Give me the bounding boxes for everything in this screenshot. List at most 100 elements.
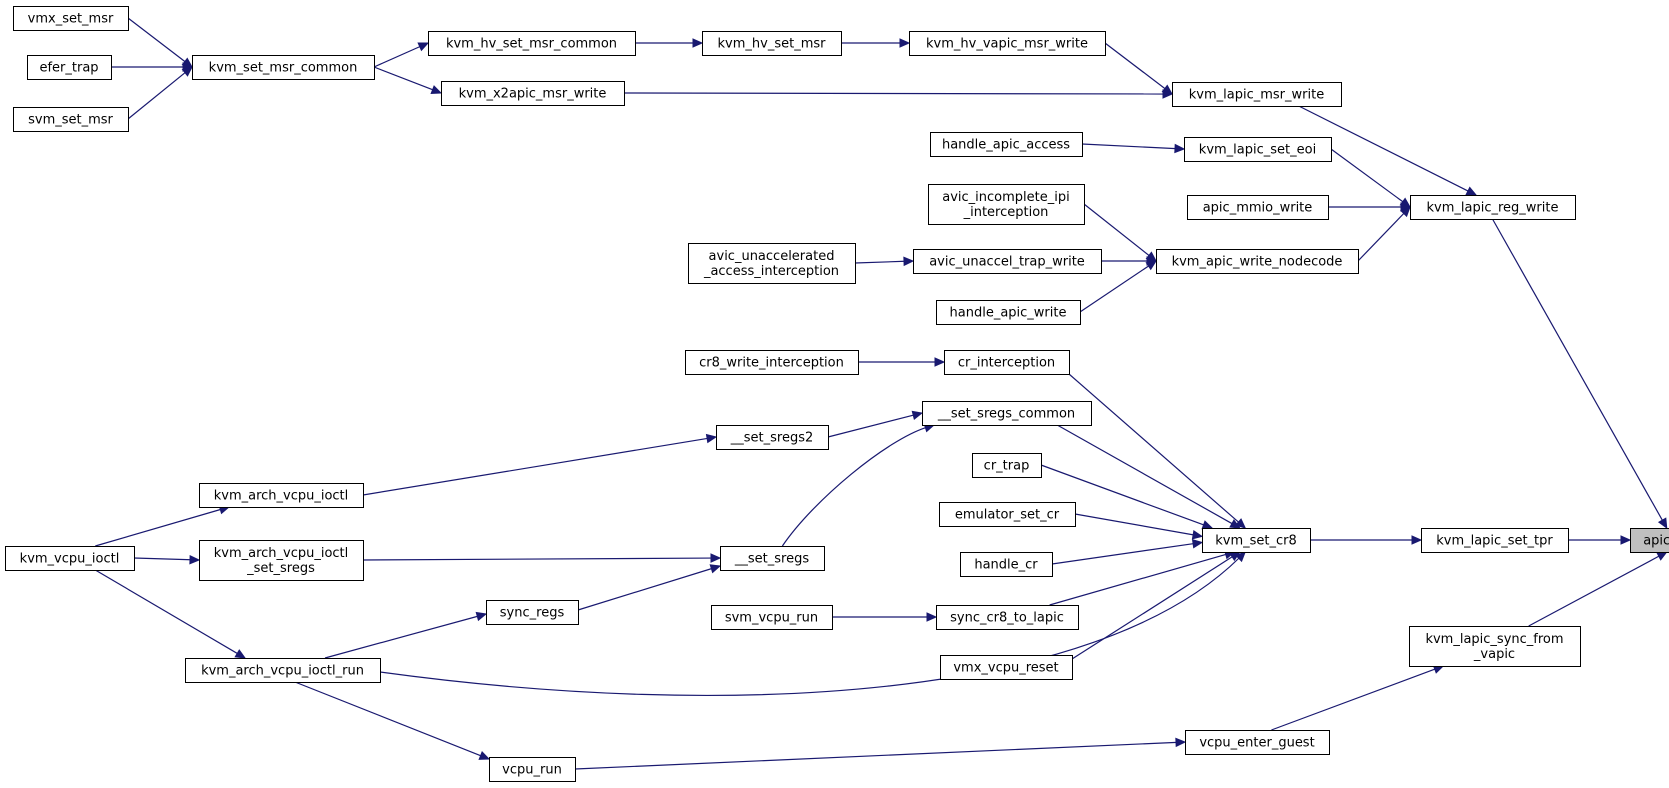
node-handle-apic-access[interactable]: handle_apic_access [930,132,1083,157]
edge-line [1051,542,1195,565]
arrow-head-icon [1620,535,1632,545]
node-box [1187,195,1329,220]
node-kvm-lapic-set-tpr[interactable]: kvm_lapic_set_tpr [1421,528,1569,553]
edge-kvm_vcpu_ioctl-to-kvm_arch_vcpu_ioctl_run [94,569,247,659]
edge-line [574,741,1178,770]
edge-line [1083,203,1151,257]
edge-handle_cr-to-kvm_set_cr8 [1051,539,1204,565]
node-kvm-lapic-set-eoi[interactable]: kvm_lapic_set_eoi [1184,137,1332,162]
node-label: kvm_hv_set_msr_common [446,37,617,52]
edge-kvm_arch_vcpu_ioctl_run-to-kvm_set_cr8 [379,551,1247,696]
arrow-head-icon [709,564,722,574]
edge-line [127,71,187,120]
node-kvm-hv-set-msr[interactable]: kvm_hv_set_msr [702,31,842,56]
edge-kvm_set_cr8-to-kvm_lapic_set_tpr [1310,535,1423,545]
node-emulator-set-cr[interactable]: emulator_set_cr [939,502,1076,527]
edge-kvm_hv_set_msr_common-to-kvm_hv_set_msr [635,38,704,48]
arrow-head-icon [705,433,718,444]
node-vcpu-run[interactable]: vcpu_run [489,757,576,782]
node-box [1184,137,1332,162]
node-avic-unaccelerated-access-interception[interactable]: avic_unaccelerated_access_interception [688,243,856,284]
node-label: kvm_lapic_sync_from [1425,632,1563,647]
node-efer-trap[interactable]: efer_trap [27,55,112,80]
node-box [909,31,1106,56]
edge-cr8_write_interception-to-cr_interception [858,357,946,367]
node-box [428,31,636,56]
node-set-sregs-common[interactable]: __set_sregs_common [922,401,1092,426]
node-label: kvm_arch_vcpu_ioctl_run [201,664,364,679]
node-label: svm_vcpu_run [725,611,818,626]
edge-kvm_lapic_set_eoi-to-kvm_lapic_reg_write [1330,148,1411,208]
node-box [27,55,112,80]
node-kvm-set-cr8[interactable]: kvm_set_cr8 [1202,528,1311,553]
node-kvm-lapic-reg-write[interactable]: kvm_lapic_reg_write [1410,195,1576,220]
node-kvm-arch-vcpu-ioctl[interactable]: kvm_arch_vcpu_ioctl [199,483,364,508]
node-kvm-lapic-sync-from-vapic[interactable]: kvm_lapic_sync_from_vapic [1409,626,1581,667]
node-cr-interception[interactable]: cr_interception [944,350,1070,375]
edge-line [94,569,239,655]
edge-kvm_lapic_sync_from_vapic-to-apic_set_tpr [1528,551,1668,627]
node-avic-incomplete-ipi-interception[interactable]: avic_incomplete_ipi_interception [928,184,1085,225]
arrow-head-icon [1191,539,1204,549]
arrow-head-icon [710,553,722,563]
arrow-head-icon [417,42,430,52]
node-box [1409,626,1581,667]
arrow-head-icon [1162,89,1174,99]
node-kvm-vcpu-ioctl[interactable]: kvm_vcpu_ioctl [5,546,135,571]
node-kvm-arch-vcpu-ioctl-set-sregs[interactable]: kvm_arch_vcpu_ioctl_set_sregs [199,540,364,581]
node-apic-set-tpr[interactable]: apic_set_tpr [1630,528,1669,553]
node-kvm-set-msr-common[interactable]: kvm_set_msr_common [192,55,375,80]
node-label: __set_sregs_common [937,407,1075,422]
node-kvm-hv-set-msr-common[interactable]: kvm_hv_set_msr_common [428,31,636,56]
node-vmx-vcpu-reset[interactable]: vmx_vcpu_reset [940,655,1073,680]
node-box [13,6,129,31]
arrow-head-icon [926,612,938,622]
edge-vcpu_enter_guest-to-kvm_lapic_sync_from_vapic [1271,664,1445,731]
node-kvm-apic-write-nodecode[interactable]: kvm_apic_write_nodecode [1156,249,1359,274]
node-sync-regs[interactable]: sync_regs [486,600,579,625]
edge-line [324,615,479,659]
edge-line [1528,555,1660,627]
node-label: handle_apic_access [942,138,1070,153]
edge-vcpu_run-to-vcpu_enter_guest [574,737,1187,770]
node-kvm-hv-vapic-msr-write[interactable]: kvm_hv_vapic_msr_write [909,31,1106,56]
node-box [486,600,579,625]
node-box [711,605,833,630]
edge-cr_interception-to-kvm_set_cr8 [1068,373,1247,529]
edge-line [1357,212,1405,262]
node-handle-cr[interactable]: handle_cr [960,552,1053,577]
edge-sync_cr8_to_lapic-to-kvm_set_cr8 [1049,550,1236,606]
node-svm-vcpu-run[interactable]: svm_vcpu_run [711,605,833,630]
node-svm-set-msr[interactable]: svm_set_msr [13,107,129,132]
node-box [1156,249,1359,274]
node-vcpu-enter-guest[interactable]: vcpu_enter_guest [1185,730,1330,755]
node-kvm-arch-vcpu-ioctl-run[interactable]: kvm_arch_vcpu_ioctl_run [185,658,381,683]
edge-line [1491,218,1664,522]
node-set-sregs[interactable]: __set_sregs [720,546,825,571]
node-box [944,350,1070,375]
edge-line [1081,143,1177,150]
node-label: kvm_lapic_reg_write [1427,201,1559,216]
edge-line [1068,373,1240,524]
edge-emulator_set_cr-to-kvm_set_cr8 [1074,513,1204,540]
node-cr8-write-interception[interactable]: cr8_write_interception [685,350,859,375]
arrow-head-icon [475,611,488,622]
node-vmx-set-msr[interactable]: vmx_set_msr [13,6,129,31]
arrow-head-icon [911,410,924,420]
node-box [192,55,375,80]
arrow-head-icon [903,256,915,267]
node-box [185,658,381,683]
edge-kvm_x2apic_msr_write-to-kvm_lapic_msr_write [623,89,1174,99]
node-set-sregs2[interactable]: __set_sregs2 [716,425,829,450]
node-handle-apic-write[interactable]: handle_apic_write [936,300,1081,325]
node-kvm-lapic-msr-write[interactable]: kvm_lapic_msr_write [1172,82,1342,107]
edge-line [1074,513,1195,536]
node-cr-trap[interactable]: cr_trap [972,453,1042,478]
arrow-head-icon [189,554,201,565]
node-box [5,546,135,571]
node-apic-mmio-write[interactable]: apic_mmio_write [1187,195,1329,220]
node-sync-cr8-to-lapic[interactable]: sync_cr8_to_lapic [936,605,1079,630]
edge-line [127,17,187,63]
node-avic-unaccel-trap-write[interactable]: avic_unaccel_trap_write [913,249,1102,274]
node-kvm-x2apic-msr-write[interactable]: kvm_x2apic_msr_write [441,81,625,106]
